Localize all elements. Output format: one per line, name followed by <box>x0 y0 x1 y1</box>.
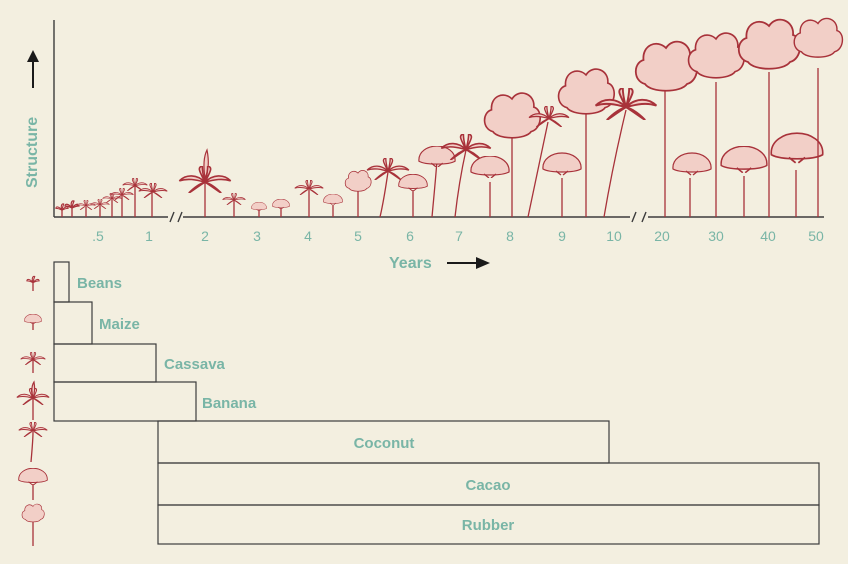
young-trees-icon <box>251 180 342 217</box>
x-tick: 5 <box>354 228 362 244</box>
cacao-coconut-icon <box>345 158 427 217</box>
banana-plant-icon <box>17 382 49 420</box>
bar-label-maize: Maize <box>99 316 140 333</box>
axis-break-1 <box>170 212 182 222</box>
x-tick: 4 <box>304 228 312 244</box>
x-arrow-icon <box>447 257 490 269</box>
bean-plant-icon <box>27 276 39 291</box>
rubber-trees-icon <box>636 18 843 217</box>
crop-bars <box>54 262 819 544</box>
coconut-palm-icon <box>419 134 509 217</box>
coconut-palm-icon <box>19 422 48 462</box>
plant-illustrations <box>56 18 843 217</box>
x-axis-title: Years <box>389 255 432 272</box>
bar-label-banana: Banana <box>202 395 257 412</box>
growth-chart: Structure .5 1 2 3 4 5 6 7 8 9 10 20 30 … <box>24 18 842 272</box>
x-tick: .5 <box>92 228 104 244</box>
bar-label-rubber: Rubber <box>462 517 515 534</box>
crop-timeline: Beans Maize Cassava Banana Coconut Cacao… <box>17 262 819 546</box>
cassava-plant-icon <box>21 352 46 373</box>
x-tick: 7 <box>455 228 463 244</box>
y-arrow-icon <box>27 50 39 88</box>
x-tick: 1 <box>145 228 153 244</box>
bar-cassava <box>54 344 156 382</box>
mature-trees-icon <box>485 69 657 217</box>
bar-label-beans: Beans <box>77 275 122 292</box>
x-tick: 2 <box>201 228 209 244</box>
bar-label-cassava: Cassava <box>164 356 226 373</box>
x-tick: 6 <box>406 228 414 244</box>
x-tick: 30 <box>708 228 724 244</box>
bar-maize <box>54 302 92 344</box>
x-tick: 8 <box>506 228 514 244</box>
bar-beans <box>54 262 69 302</box>
x-tick: 20 <box>654 228 670 244</box>
bar-banana <box>54 382 196 421</box>
cacao-tree-icon <box>19 468 48 500</box>
banana-plant-icon <box>179 150 245 217</box>
x-tick: 50 <box>808 228 824 244</box>
x-tick: 3 <box>253 228 261 244</box>
seedling-icon <box>56 178 167 217</box>
x-tick: 9 <box>558 228 566 244</box>
maize-plant-icon <box>24 314 41 330</box>
bar-label-cacao: Cacao <box>465 477 510 494</box>
y-axis-title: Structure <box>24 117 41 188</box>
crop-icons <box>17 276 49 546</box>
x-tick-labels: .5 1 2 3 4 5 6 7 8 9 10 20 30 40 50 <box>92 228 824 244</box>
x-tick: 10 <box>606 228 622 244</box>
bar-label-coconut: Coconut <box>354 435 415 452</box>
rubber-tree-icon <box>22 504 44 546</box>
x-tick: 40 <box>760 228 776 244</box>
axis-break-2 <box>632 212 646 222</box>
